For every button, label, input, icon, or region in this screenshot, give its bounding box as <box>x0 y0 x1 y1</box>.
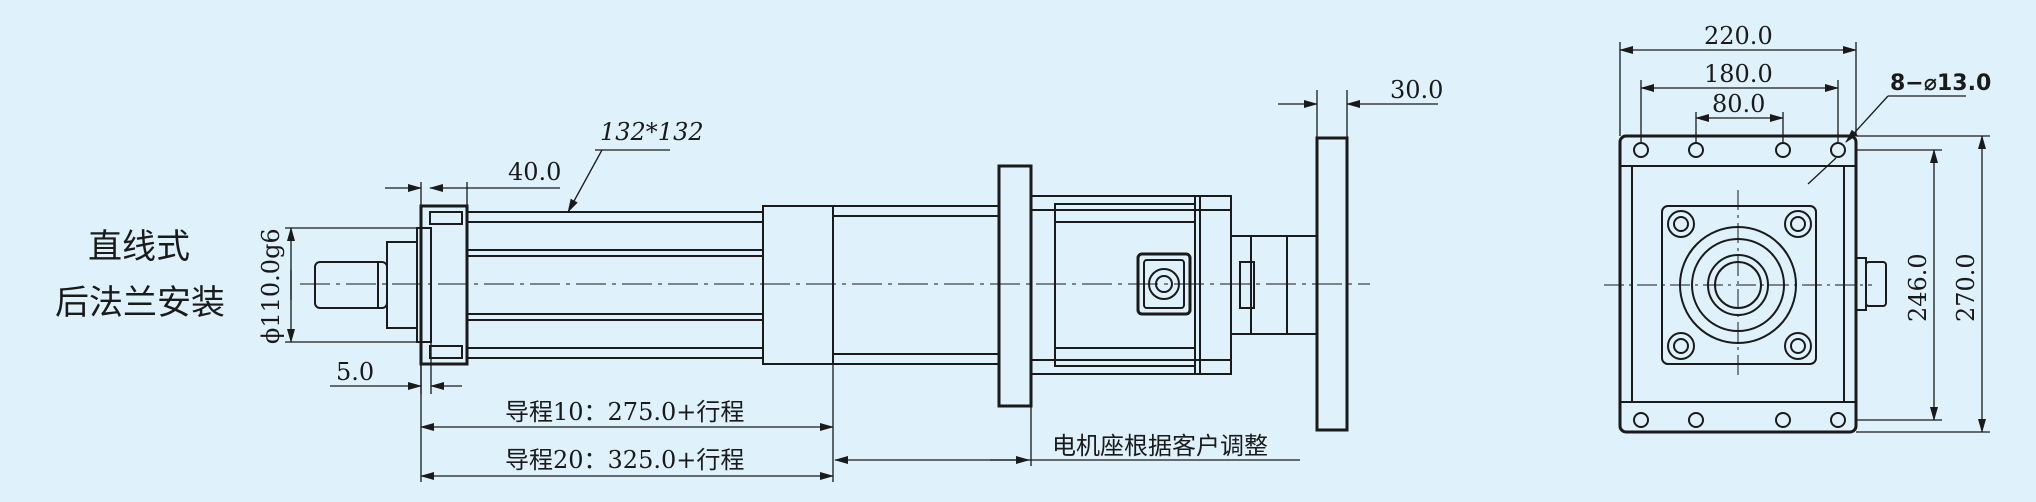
motor-flange <box>997 164 1033 408</box>
mount-hole <box>1688 412 1704 428</box>
dim-end-height-outer: 270.0 <box>1952 253 1980 322</box>
dim-flange-thk: 30.0 <box>1390 76 1443 104</box>
mount-hole <box>1775 142 1791 158</box>
connector <box>1136 252 1192 316</box>
mount-hole <box>1633 412 1649 428</box>
dim-end-height-inner: 246.0 <box>1904 253 1932 322</box>
dim-holes: 8−⌀13.0 <box>1890 71 1991 96</box>
mount-hole <box>1775 412 1791 428</box>
rod-collar <box>386 241 418 329</box>
dim-end-width-mid: 180.0 <box>1704 60 1773 88</box>
dim-motor-note: 电机座根据客户调整 <box>1052 432 1268 460</box>
dim-end-width-outer: 220.0 <box>1704 22 1773 50</box>
motor-body <box>1054 203 1196 367</box>
rod-end <box>314 261 388 309</box>
body-tube <box>466 211 764 359</box>
gear-box <box>762 205 834 365</box>
dim-rod-dia: ϕ110.0g6 <box>257 228 285 344</box>
end-dimensions: 220.0 180.0 80.0 8−⌀13.0 246.0 270.0 <box>1619 22 1991 433</box>
dim-lead20: 导程20：325.0+行程 <box>505 446 744 474</box>
encoder <box>1250 235 1288 335</box>
dim-front-len: 40.0 <box>508 158 561 186</box>
side-view <box>300 136 1370 432</box>
side-connector <box>1865 261 1887 307</box>
adapter-housing <box>832 205 1000 365</box>
front-flange <box>419 204 469 366</box>
mount-hole <box>1830 142 1846 158</box>
mount-hole <box>1688 142 1704 158</box>
dim-end-width-inner: 80.0 <box>1712 90 1765 118</box>
title-line-1: 直线式 <box>88 227 190 267</box>
mount-hole <box>1633 142 1649 158</box>
dim-lead10: 导程10：275.0+行程 <box>505 398 744 426</box>
dim-front-gap: 5.0 <box>336 358 374 386</box>
dim-body-square: 132*132 <box>600 118 704 146</box>
title-line-2: 后法兰安装 <box>55 283 225 323</box>
rear-flange <box>1315 136 1349 432</box>
mount-hole <box>1830 412 1846 428</box>
side-dimensions: 132*132 40.0 ϕ110.0g6 5.0 30.0 <box>257 76 1443 482</box>
end-view <box>1604 134 1887 434</box>
